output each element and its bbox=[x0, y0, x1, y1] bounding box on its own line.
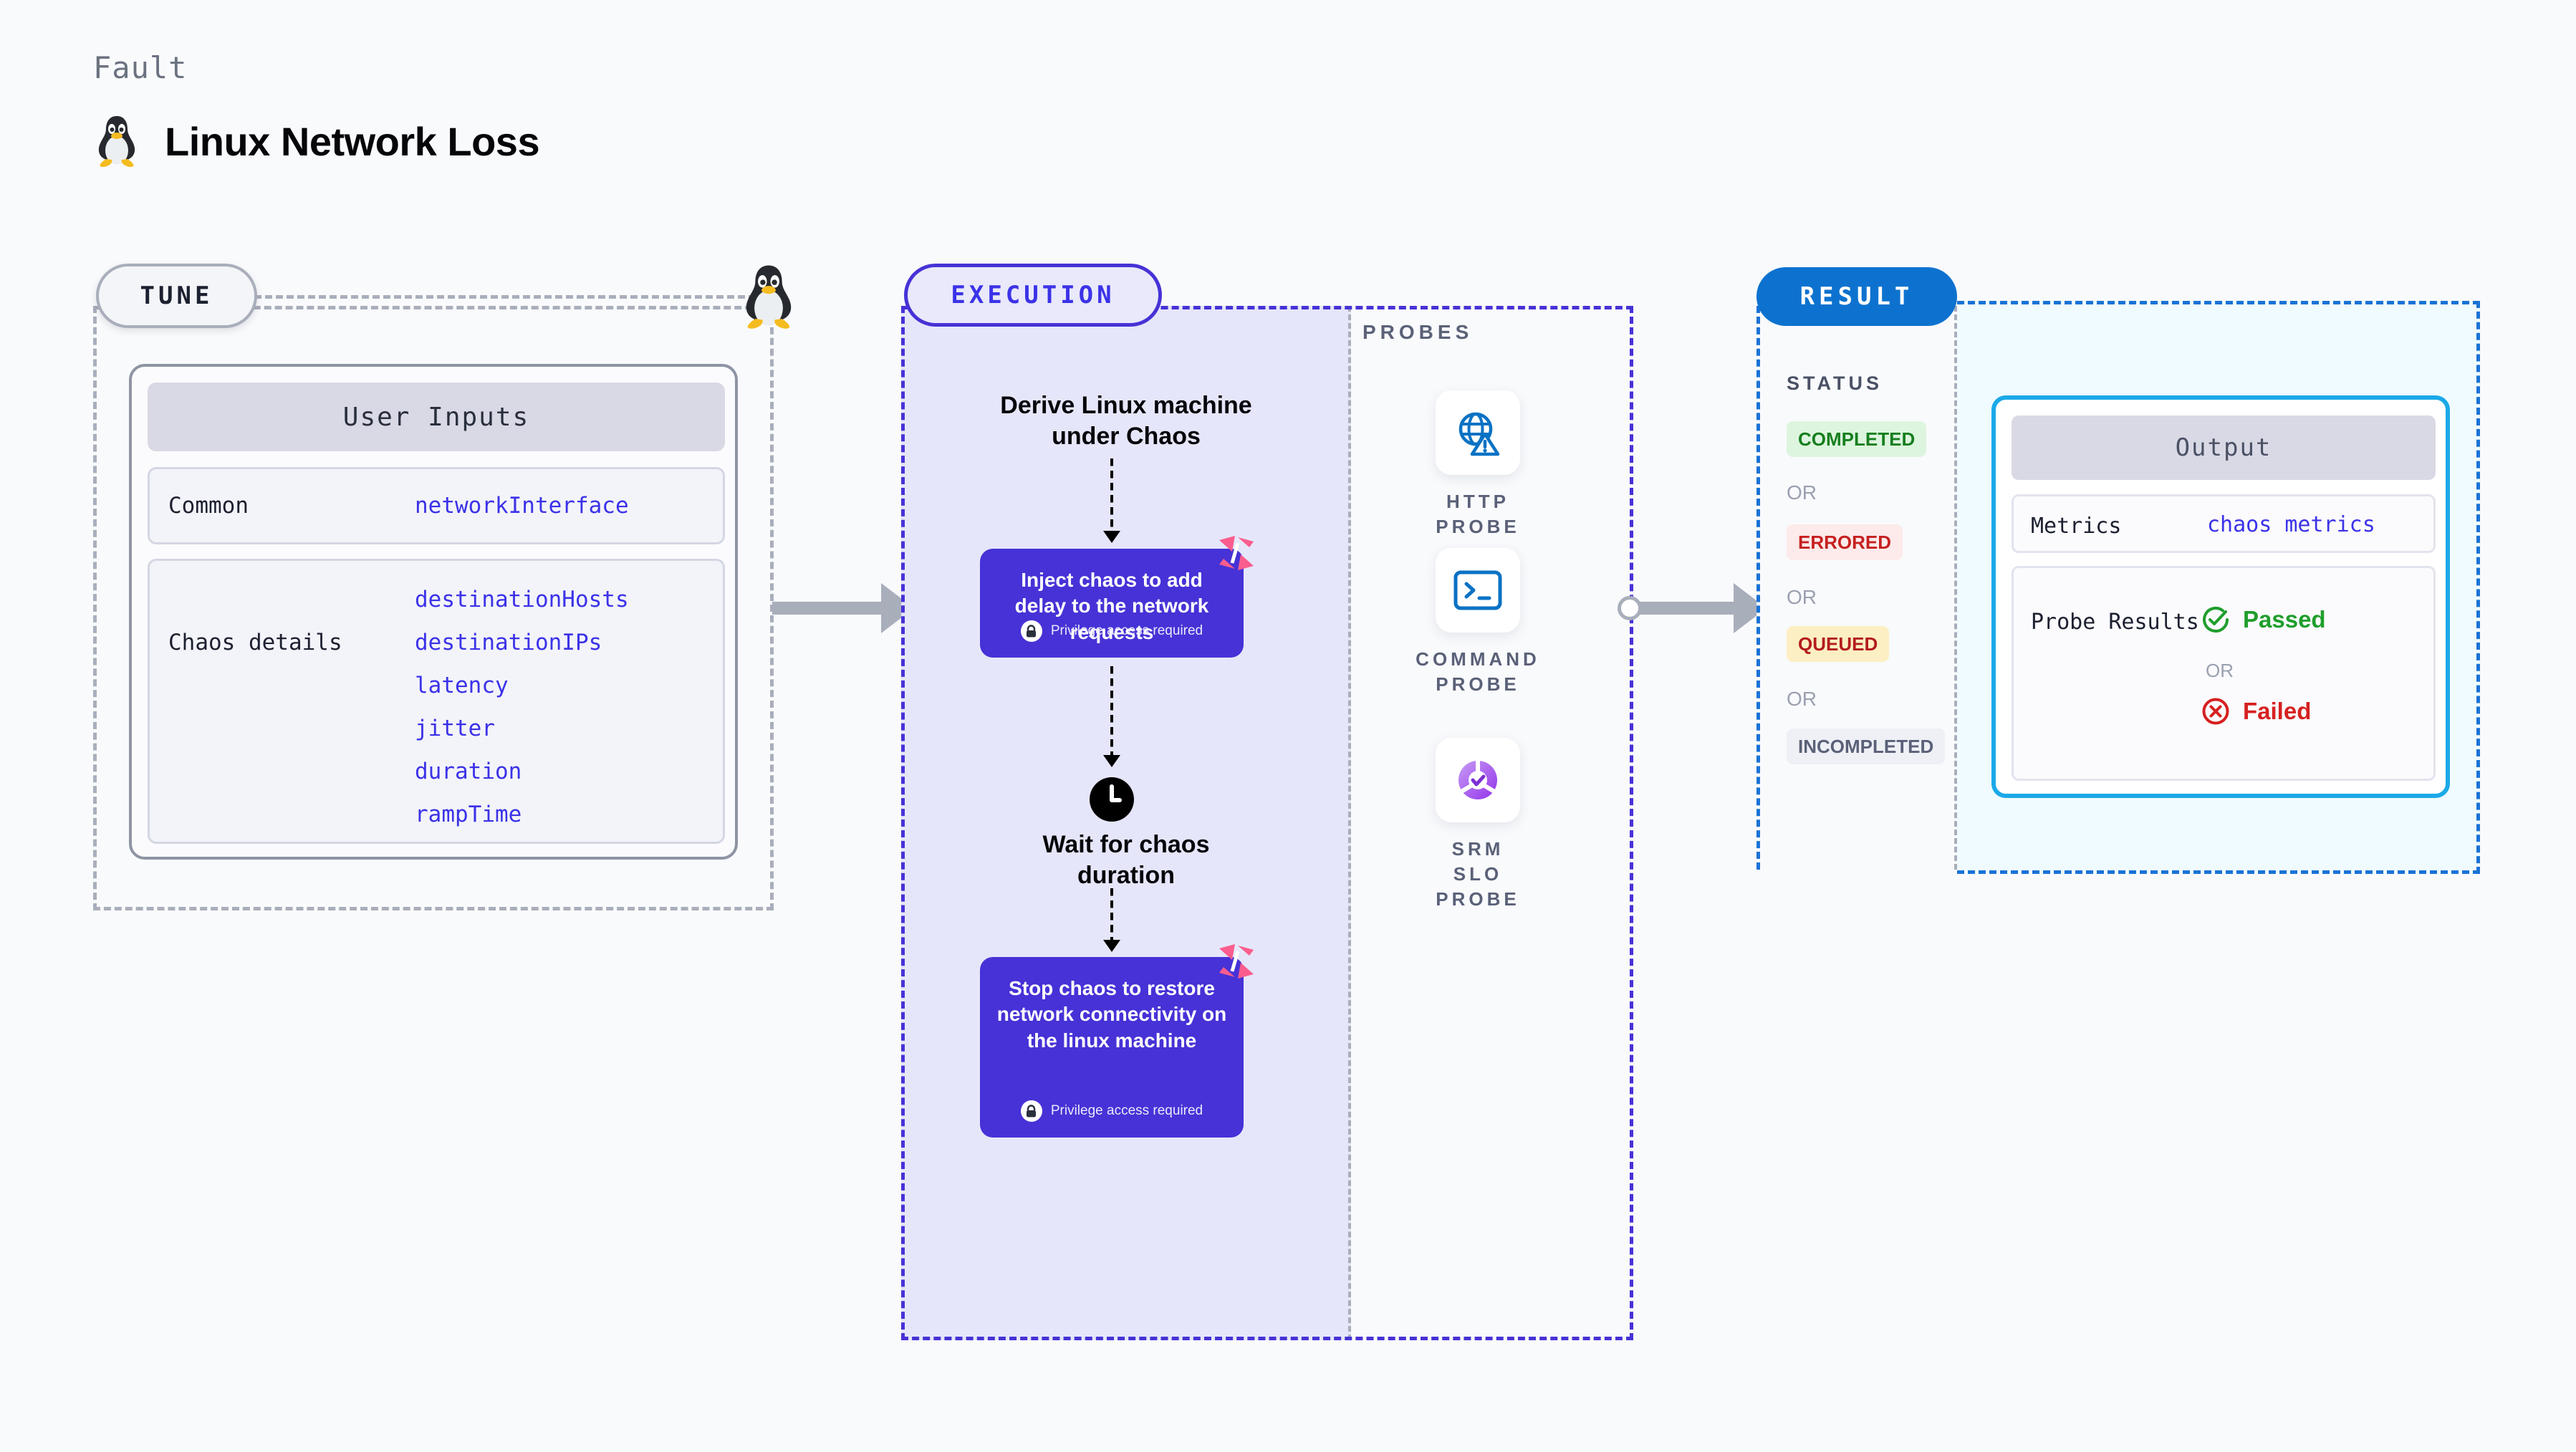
tune-row-chaos: Chaos details destinationHosts destinati… bbox=[148, 559, 725, 844]
execution-probes-panel bbox=[901, 306, 1633, 1340]
status-badge-errored: ERRORED bbox=[1787, 524, 1903, 560]
execution-step-title: Derive Linux machine under Chaos bbox=[1000, 392, 1252, 450]
globe-warning-icon bbox=[1436, 390, 1520, 475]
clock-icon bbox=[1090, 777, 1134, 822]
probe-label: COMMAND PROBE bbox=[1416, 648, 1540, 696]
output-title: Output bbox=[2012, 415, 2436, 480]
wait-step-title: Wait for chaos duration bbox=[1042, 831, 1210, 889]
or-separator: OR bbox=[2206, 660, 2234, 681]
status-label: STATUS bbox=[1787, 372, 1883, 394]
probe-http[interactable]: HTTP PROBE bbox=[1424, 390, 1532, 539]
probe-result-failed: Failed bbox=[2201, 697, 2311, 726]
or-separator: OR bbox=[1787, 481, 1817, 504]
tune-value[interactable]: jitter bbox=[415, 716, 495, 741]
flow-arrow-line bbox=[1110, 458, 1113, 534]
execution-card-text: Stop chaos to restore network connectivi… bbox=[996, 977, 1227, 1052]
tune-panel bbox=[93, 306, 774, 910]
or-separator: OR bbox=[1787, 688, 1817, 710]
execution-column bbox=[901, 306, 1351, 1340]
status-badge-incompleted: INCOMPLETED bbox=[1787, 729, 1946, 764]
status-badge-completed: COMPLETED bbox=[1787, 421, 1927, 457]
privilege-note-text: Privilege access required bbox=[1050, 1103, 1203, 1118]
tune-top-dashed-line bbox=[254, 295, 756, 299]
flow-arrow-line bbox=[1110, 888, 1113, 946]
flow-arrow-head bbox=[1103, 531, 1120, 543]
tune-row-values: networkInterface bbox=[415, 493, 629, 519]
flow-arrow-line bbox=[1110, 666, 1113, 758]
page-title: Linux Network Loss bbox=[165, 118, 540, 164]
check-circle-icon bbox=[2203, 607, 2229, 633]
user-inputs-title: User Inputs bbox=[148, 383, 725, 451]
metrics-label: Metrics bbox=[2031, 514, 2122, 539]
result-badge[interactable]: RESULT bbox=[1756, 267, 1957, 326]
execution-card-inject-chaos[interactable]: Inject chaos to add delay to the network… bbox=[980, 536, 1254, 658]
page-eyebrow: Fault bbox=[93, 50, 188, 85]
tux-penguin-corner-icon bbox=[746, 265, 792, 329]
flow-arrow-head bbox=[1103, 940, 1120, 952]
flow-arrow-head bbox=[1103, 755, 1120, 767]
tune-value[interactable]: duration bbox=[415, 759, 522, 784]
probe-command[interactable]: COMMAND PROBE bbox=[1416, 548, 1537, 697]
probe-label: SRM SLO PROBE bbox=[1436, 838, 1520, 910]
tune-row-values: destinationHosts destinationIPs latency … bbox=[415, 587, 629, 827]
status-badge-queued: QUEUED bbox=[1787, 626, 1890, 662]
probe-result-passed: Passed bbox=[2201, 605, 2326, 634]
execution-card-text: Inject chaos to add delay to the network… bbox=[1014, 569, 1209, 643]
execution-badge[interactable]: EXECUTION bbox=[904, 264, 1162, 327]
lock-icon bbox=[1020, 1100, 1042, 1122]
probe-label: HTTP PROBE bbox=[1436, 491, 1520, 538]
execution-card-stop-chaos[interactable]: Stop chaos to restore network connectivi… bbox=[980, 944, 1254, 1138]
output-card: Output Metrics chaos metrics Probe Resul… bbox=[1991, 395, 2450, 798]
privilege-note: Privilege access required bbox=[980, 620, 1244, 642]
page-title-row: Linux Network Loss bbox=[93, 115, 540, 168]
tux-penguin-icon bbox=[98, 116, 135, 168]
tune-row-common: Common networkInterface bbox=[148, 467, 725, 544]
privilege-note-text: Privilege access required bbox=[1050, 623, 1203, 638]
probe-results-label: Probe Results bbox=[2031, 610, 2199, 635]
lock-icon bbox=[1020, 620, 1042, 642]
terminal-icon bbox=[1436, 548, 1520, 633]
tune-value[interactable]: rampTime bbox=[415, 802, 522, 827]
tune-badge[interactable]: TUNE bbox=[96, 264, 257, 328]
result-panel bbox=[1756, 306, 1957, 870]
harness-logo-icon bbox=[1219, 536, 1254, 570]
tune-row-label: Common bbox=[168, 493, 249, 519]
tune-value[interactable]: latency bbox=[415, 673, 509, 698]
tune-row-label: Chaos details bbox=[168, 630, 342, 655]
output-row-probe-results: Probe Results Passed OR Failed bbox=[2012, 566, 2436, 781]
probe-srm-slo[interactable]: SRM SLO PROBE bbox=[1424, 738, 1532, 912]
output-row-metrics: Metrics chaos metrics bbox=[2012, 494, 2436, 553]
metrics-value[interactable]: chaos metrics bbox=[2207, 512, 2375, 537]
privilege-note: Privilege access required bbox=[980, 1100, 1244, 1122]
harness-logo-icon bbox=[1219, 944, 1254, 979]
tune-value[interactable]: destinationHosts bbox=[415, 587, 629, 612]
or-separator: OR bbox=[1787, 586, 1817, 608]
slo-donut-check-icon bbox=[1436, 738, 1520, 822]
tune-value[interactable]: networkInterface bbox=[415, 493, 629, 519]
x-circle-icon bbox=[2202, 698, 2229, 725]
probes-label: PROBES bbox=[1363, 321, 1474, 343]
tune-value[interactable]: destinationIPs bbox=[415, 630, 602, 655]
user-inputs-card: User Inputs Common networkInterface Chao… bbox=[129, 364, 738, 860]
